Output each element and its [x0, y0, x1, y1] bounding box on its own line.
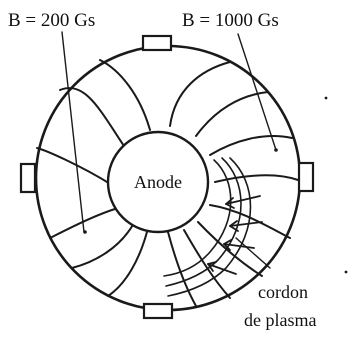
marker-dot — [274, 148, 278, 152]
anode-circle — [106, 130, 210, 234]
marker-dot — [324, 96, 328, 100]
vane-curve — [71, 222, 135, 269]
plasma-cordon — [163, 157, 252, 297]
tab-left — [19, 162, 37, 194]
tab-top — [141, 34, 173, 52]
vane-curve — [183, 229, 231, 299]
vane-curve — [195, 91, 269, 137]
tab-right — [297, 161, 315, 193]
vane-curve — [209, 204, 291, 239]
vane-curve — [169, 61, 231, 127]
plasma-label-line2: de plasma — [244, 310, 316, 330]
plasma-label-line1: cordon — [258, 282, 308, 302]
field-markers — [83, 96, 348, 274]
label-leader-lines — [61, 31, 277, 269]
marker-dot — [83, 230, 87, 234]
arrow-head — [229, 220, 239, 232]
field-high-label: B = 1000 Gs — [182, 10, 279, 31]
arrow-head — [225, 197, 235, 209]
vane-curve — [197, 221, 263, 277]
vane-curve — [167, 231, 197, 307]
arrow — [229, 221, 263, 227]
tab-bottom — [142, 302, 174, 320]
field-low-label: B = 200 Gs — [8, 10, 95, 31]
vane-curve — [99, 59, 151, 131]
plasma-boundary-outer — [167, 157, 252, 297]
plasma-boundary-inner — [163, 159, 232, 277]
leader-line-field-low — [61, 31, 85, 233]
arrow — [223, 243, 255, 249]
arrow — [207, 263, 237, 275]
plasma-arrows — [207, 195, 263, 275]
arrow — [225, 195, 261, 205]
vane-curve — [209, 135, 293, 156]
arrow-head — [223, 239, 232, 251]
vane-curve — [107, 227, 149, 297]
anode-label: Anode — [134, 172, 182, 192]
plasma-boundary-mid — [165, 157, 242, 287]
marker-dot — [344, 270, 348, 274]
arrow-head — [207, 261, 217, 272]
leader-line-field-high — [237, 33, 277, 151]
leader-line-plasma — [235, 237, 271, 269]
vane-curve — [214, 174, 299, 183]
vane-curve — [36, 147, 113, 186]
